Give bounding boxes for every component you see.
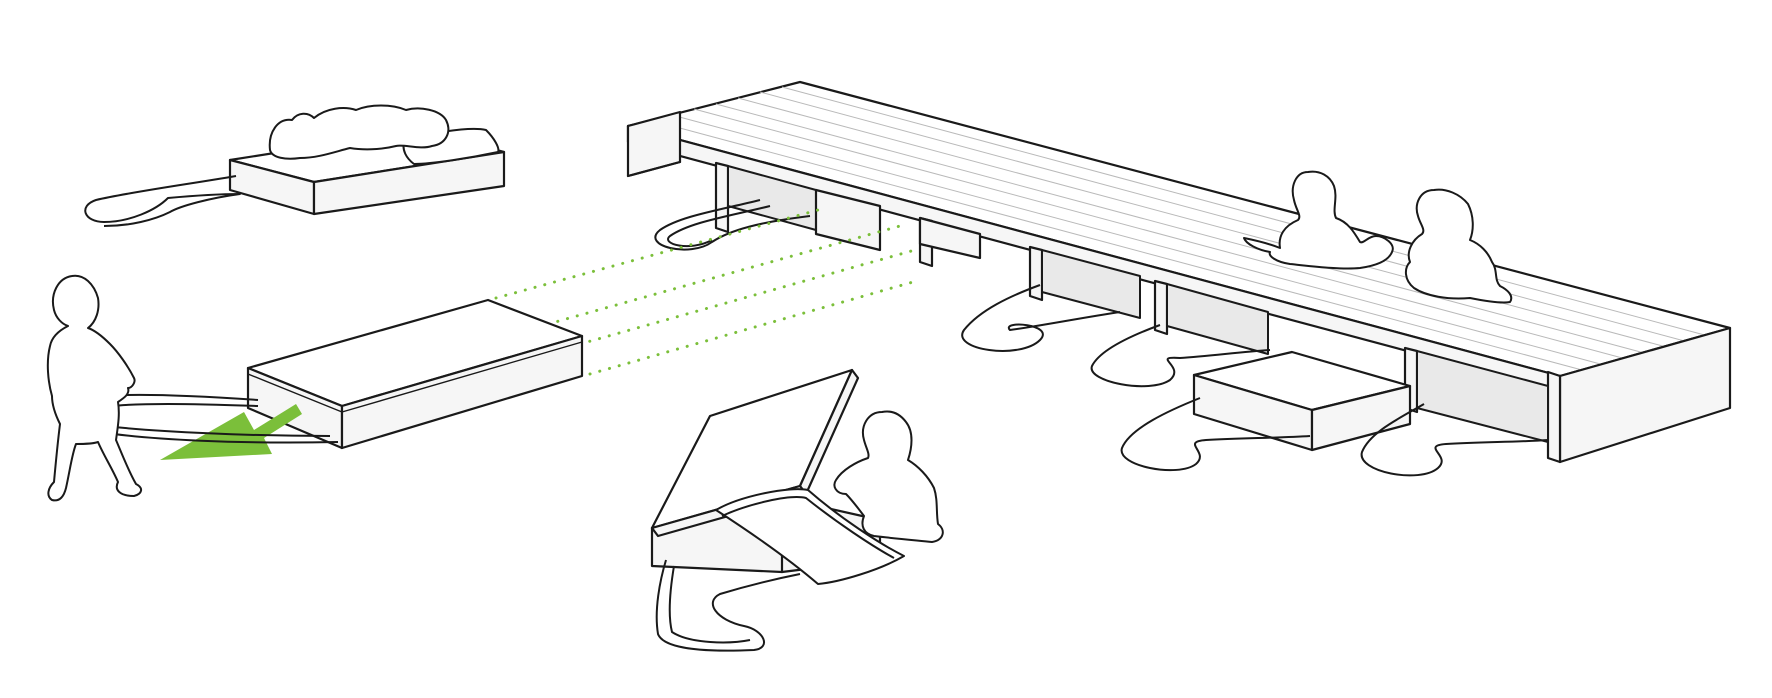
sleeping-box-strap — [85, 176, 240, 226]
child-standing — [48, 276, 141, 501]
box-being-pulled — [248, 300, 582, 448]
child-silhouette-icon — [48, 276, 141, 501]
box-with-sleeping-child — [85, 106, 504, 227]
child-sitting-2 — [1406, 190, 1511, 303]
deck-left-face — [628, 112, 680, 176]
pulled-out-storage-box — [1194, 352, 1410, 450]
child-silhouette-icon — [1406, 190, 1511, 303]
open-box-strap — [657, 560, 800, 651]
open-box-with-child — [652, 370, 943, 651]
